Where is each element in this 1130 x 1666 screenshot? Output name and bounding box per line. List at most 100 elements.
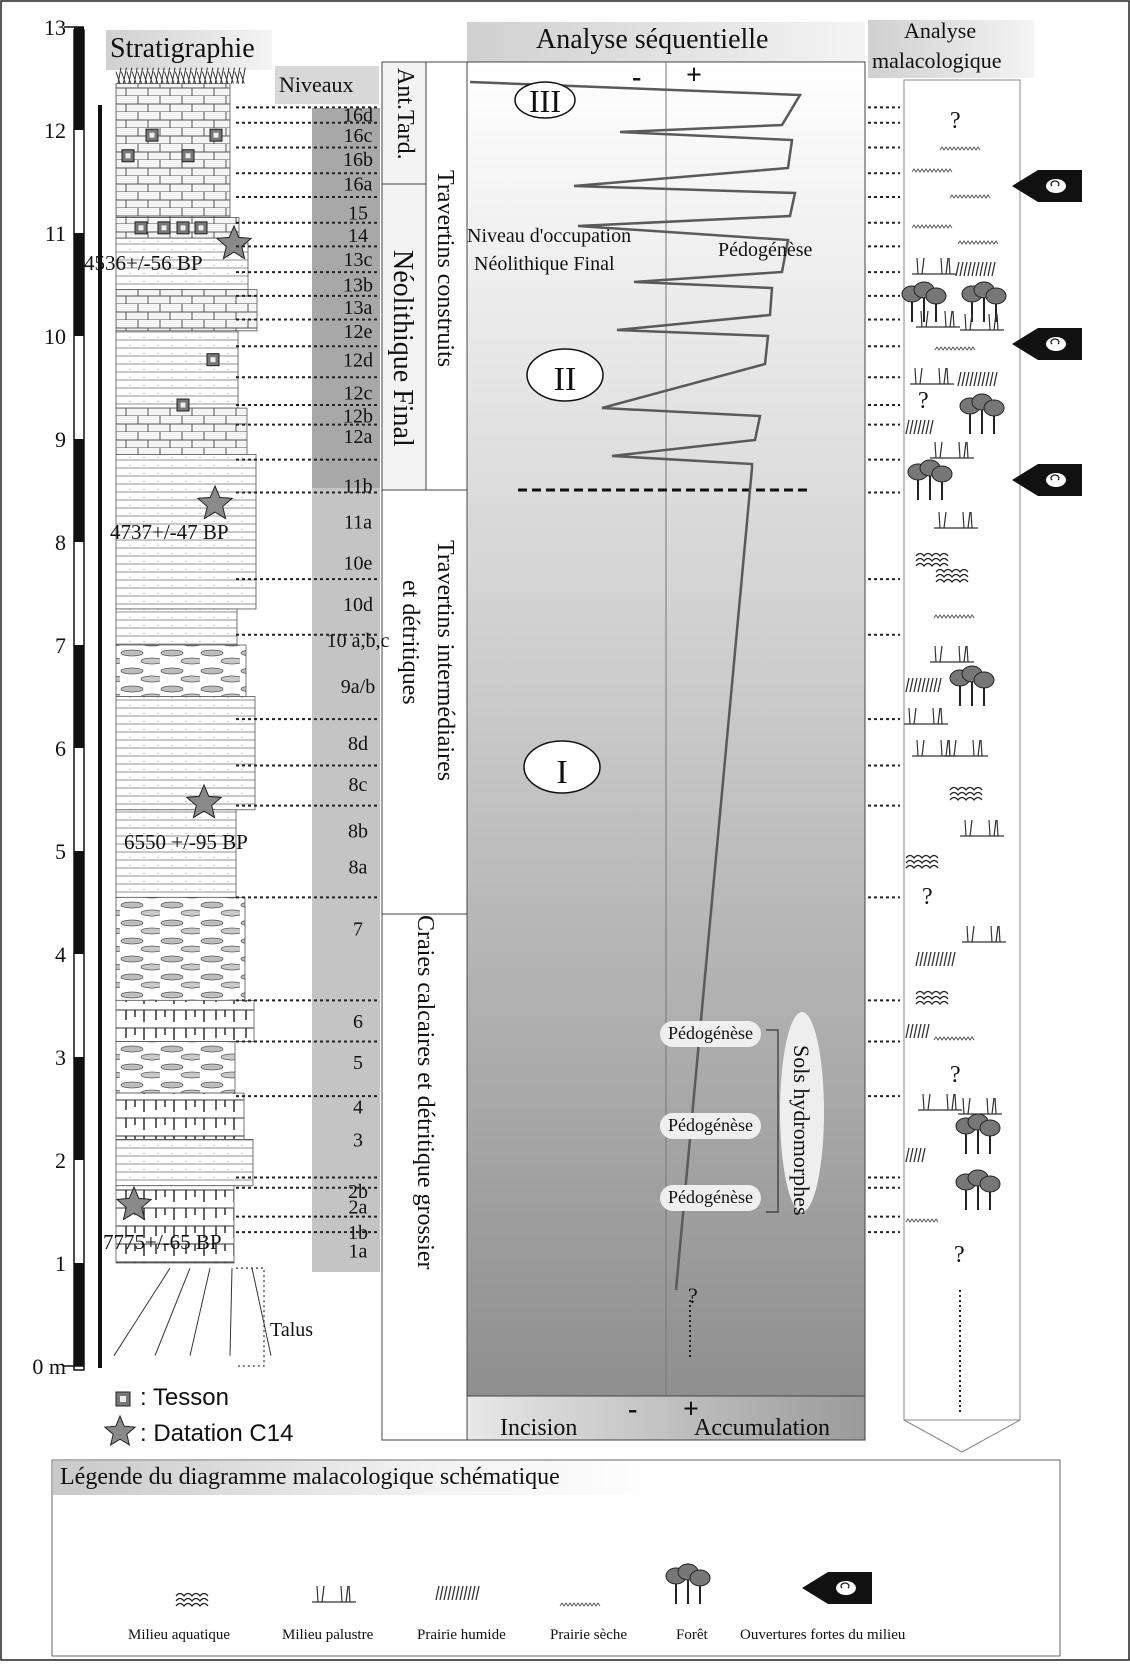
travertins-intermediaires-label-1: Travertins intermédiaires — [432, 540, 458, 782]
question-mark-icon: ? — [950, 1062, 961, 1088]
scale-tick-label: 3 — [55, 1045, 66, 1070]
prairie-seche-stroke — [934, 346, 976, 351]
palustre-reed — [946, 367, 949, 385]
aquatic-wave — [949, 786, 983, 792]
palustre-reed — [969, 819, 973, 837]
sols-hydromorphes-label: Sols hydromorphes — [789, 1045, 814, 1216]
palustre-reed — [964, 313, 967, 331]
prairie-humide-blade — [913, 419, 918, 435]
prairie-humide-blade — [983, 261, 988, 277]
grass-stroke — [228, 67, 235, 84]
prairie-humide-blade — [475, 1585, 480, 1601]
level-label: 2b — [348, 1181, 368, 1203]
level-label: 12c — [344, 383, 373, 405]
phase-label: III — [529, 83, 561, 119]
prairie-humide-blade — [451, 1585, 456, 1601]
palustre-reed — [980, 739, 983, 757]
arrow-snail-icon — [1012, 328, 1082, 360]
prairie-humide-blade — [947, 951, 952, 967]
phase-circle — [523, 740, 601, 794]
palustre-reed — [970, 511, 973, 529]
craies-label: Craies calcaires et détritique grossier — [412, 915, 438, 1270]
aquatic-wave — [175, 1592, 209, 1598]
ant-tard-label: Ant.Tard. — [392, 68, 418, 160]
palustre-reed — [969, 313, 973, 331]
palustre-icon — [918, 1093, 962, 1111]
grass-stroke — [153, 67, 160, 84]
prairie-seche-icon — [934, 346, 976, 351]
malaco-header-bg — [868, 20, 1034, 78]
prairie-humide-blade — [933, 677, 938, 693]
palustre-reed — [962, 1097, 965, 1115]
period-box — [381, 61, 427, 491]
stratum-layer — [115, 696, 256, 811]
grass-stroke — [147, 67, 154, 84]
palustre-icon — [904, 707, 948, 725]
palustre-reed — [948, 257, 951, 275]
level-label: 10 a,b,c — [327, 630, 390, 652]
level-label: 12b — [343, 405, 373, 427]
stratum-layer — [115, 289, 258, 332]
prairie-humide-blade — [973, 371, 978, 387]
prairie-humide-blade — [905, 677, 910, 693]
palustre-reed — [937, 707, 941, 725]
palustre-reed — [988, 819, 991, 837]
analyse-malacologique-header-line2: malacologique — [872, 48, 1002, 73]
palustre-reed — [938, 511, 941, 529]
stratum-layer — [115, 999, 255, 1042]
aquatic-icon — [935, 568, 969, 584]
aquatic-icon — [915, 990, 949, 1006]
tree-crown — [985, 287, 1007, 305]
stratum-layer — [115, 1139, 254, 1187]
prairie-humide-icon — [905, 677, 942, 693]
palustre-reed — [934, 441, 937, 459]
level-label: 7 — [353, 918, 363, 940]
phase-label: II — [554, 361, 577, 398]
palustre-reed — [966, 441, 969, 459]
forest-icon — [901, 281, 947, 322]
scale-tick-label: 6 — [55, 736, 66, 761]
prairie-humide-blade — [955, 261, 960, 277]
forest-icon — [955, 1169, 1001, 1210]
prairie-humide-blade — [935, 951, 940, 967]
palustre-reed — [964, 819, 967, 837]
aquatic-wave — [915, 995, 949, 1001]
scale-tick-label: 2 — [55, 1148, 66, 1173]
star-icon — [196, 484, 234, 520]
arrow-snail-icon — [1012, 170, 1082, 202]
aquatic-wave — [949, 791, 983, 797]
stratum-layer — [115, 83, 231, 218]
stratigraphie-header: Stratigraphie — [110, 33, 255, 64]
prairie-humide-blade — [925, 677, 930, 693]
prairie-humide-blade — [929, 677, 934, 693]
prairie-humide-blade — [919, 951, 924, 967]
palustre-reed — [951, 1093, 955, 1111]
palustre-reed — [939, 645, 943, 663]
palustre-icon — [930, 645, 974, 663]
aquatic-wave — [935, 578, 969, 584]
prairie-seche-stroke — [933, 614, 975, 619]
aquatic-icon — [949, 786, 983, 802]
palustre-reed — [925, 310, 929, 328]
prairie-seche-stroke — [905, 1218, 939, 1223]
level-label: 16c — [344, 125, 373, 147]
forest-icon — [955, 1113, 1001, 1154]
travertins-intermediaires-label-2: et détritiques — [397, 580, 423, 705]
scale-tick-label: 13 — [44, 15, 66, 40]
prairie-humide-blade — [905, 1023, 910, 1039]
sequence-minus-bottom: - — [628, 1394, 638, 1425]
scale-bar-segment — [74, 233, 84, 336]
date-label-7775: 7775+/-65 BP — [103, 1230, 222, 1254]
question-mark-icon: ? — [922, 884, 933, 910]
palustre-icon — [944, 739, 988, 757]
palustre-reed — [943, 511, 947, 529]
palustre-icon — [960, 819, 1004, 837]
level-label: 8a — [349, 856, 368, 878]
forest-icon — [959, 393, 1005, 434]
prairie-humide-blade — [967, 261, 972, 277]
prairie-seche-icon — [933, 1036, 975, 1041]
prairie-humide-blade — [443, 1585, 448, 1601]
prairie-humide-blade — [937, 677, 942, 693]
prairie-humide-blade — [921, 1147, 926, 1163]
palustre-reed — [916, 257, 919, 275]
